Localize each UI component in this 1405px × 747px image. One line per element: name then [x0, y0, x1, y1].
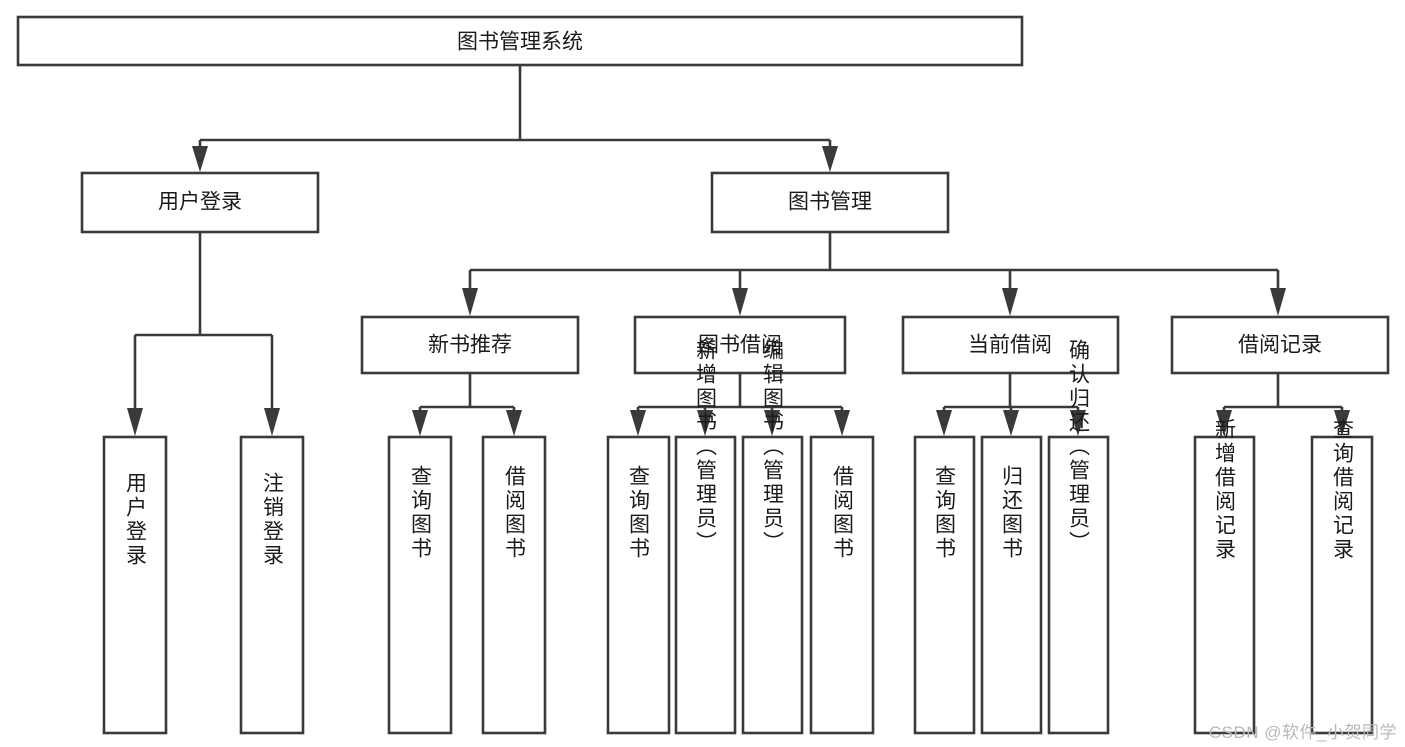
node-leaf-confirm-return-label: 确认归还（管理员）: [1067, 339, 1091, 555]
node-book-manage-label: 图书管理: [788, 191, 872, 214]
node-leaf-user-login-label: 用户登录: [124, 472, 148, 568]
arrow-head-leaf-query-book-2: [630, 410, 646, 436]
node-book-manage-box[interactable]: [710, 171, 950, 234]
node-leaf-confirm-return[interactable]: 确认归还（管理员）: [1047, 339, 1110, 735]
node-book-borrow-box[interactable]: [633, 315, 847, 375]
node-leaf-query-book-3-label: 查询图书: [933, 465, 957, 561]
arrow-head-leaf-borrow-book-1: [506, 410, 522, 436]
arrow-head-book-borrow: [732, 288, 748, 316]
arrow-head-leaf-user-login: [127, 408, 143, 436]
node-leaf-edit-book-label: 编辑图书（管理员）: [761, 339, 785, 555]
node-leaf-query-book-1-box[interactable]: [387, 435, 453, 735]
arrow-head-leaf-add-book: [697, 410, 713, 436]
node-leaf-user-login-box[interactable]: [102, 435, 168, 735]
node-root-box[interactable]: [16, 15, 1024, 67]
arrow-head-borrow-record: [1270, 288, 1286, 316]
node-leaf-return-book[interactable]: 归还图书: [980, 435, 1043, 735]
arrow-head-leaf-query-book-1: [412, 410, 428, 436]
node-book-borrow[interactable]: 图书借阅: [633, 315, 847, 375]
node-leaf-add-record-box[interactable]: [1193, 435, 1256, 735]
node-leaf-add-book[interactable]: 新增图书（管理员）: [674, 339, 737, 735]
node-user-login-label: 用户登录: [158, 191, 242, 214]
node-leaf-query-record[interactable]: 查询借阅记录: [1310, 418, 1374, 735]
arrow-head-book-manage: [822, 146, 838, 172]
node-new-book-rec-label: 新书推荐: [428, 334, 512, 357]
node-root[interactable]: 图书管理系统: [16, 15, 1024, 67]
node-leaf-logout-label: 注销登录: [261, 472, 285, 568]
node-new-book-rec-box[interactable]: [360, 315, 580, 375]
node-borrow-record-box[interactable]: [1170, 315, 1390, 375]
node-leaf-query-book-3[interactable]: 查询图书: [913, 435, 976, 735]
node-leaf-borrow-book-2-box[interactable]: [809, 435, 875, 735]
node-current-borrow-label: 当前借阅: [968, 334, 1052, 357]
node-leaf-return-book-label: 归还图书: [1000, 465, 1024, 561]
node-leaf-borrow-book-1-box[interactable]: [481, 435, 547, 735]
node-user-login-box[interactable]: [80, 171, 320, 234]
arrow-head-leaf-logout: [264, 408, 280, 436]
node-book-borrow-label: 图书借阅: [698, 334, 782, 357]
arrow-head-new-book-rec: [462, 288, 478, 316]
arrow-head-leaf-confirm-return: [1070, 410, 1086, 436]
arrow-head-user-login: [192, 146, 208, 172]
node-leaf-borrow-book-1-label: 借阅图书: [503, 465, 527, 561]
node-leaf-add-record[interactable]: 新增借阅记录: [1193, 418, 1256, 735]
node-root-label: 图书管理系统: [457, 31, 583, 54]
node-leaf-query-record-label: 查询借阅记录: [1331, 418, 1355, 562]
node-leaf-borrow-book-2-label: 借阅图书: [831, 465, 855, 561]
node-leaf-add-book-label: 新增图书（管理员）: [694, 339, 718, 555]
node-leaf-user-login[interactable]: 用户登录: [102, 435, 168, 735]
arrow-head-leaf-add-record: [1216, 410, 1232, 436]
node-leaf-query-book-2[interactable]: 查询图书: [606, 435, 671, 735]
node-borrow-record[interactable]: 借阅记录: [1170, 315, 1390, 375]
node-leaf-edit-book-box[interactable]: [741, 435, 804, 735]
connector-layer: [127, 65, 1350, 436]
node-current-borrow-box[interactable]: [901, 315, 1120, 375]
node-leaf-query-book-1[interactable]: 查询图书: [387, 435, 453, 735]
node-book-manage[interactable]: 图书管理: [710, 171, 950, 234]
node-leaf-query-book-2-label: 查询图书: [627, 465, 651, 561]
node-leaf-query-book-3-box[interactable]: [913, 435, 976, 735]
arrow-head-leaf-return-book: [1003, 410, 1019, 436]
node-leaf-logout-box[interactable]: [239, 435, 305, 735]
node-new-book-rec[interactable]: 新书推荐: [360, 315, 580, 375]
csdn-watermark: CSDN @软件_小贺同学: [1208, 723, 1397, 742]
node-leaf-add-book-box[interactable]: [674, 435, 737, 735]
node-user-login[interactable]: 用户登录: [80, 171, 320, 234]
arrow-head-leaf-borrow-book-2: [834, 410, 850, 436]
node-leaf-query-book-1-label: 查询图书: [409, 465, 433, 561]
arrow-head-current-borrow: [1002, 288, 1018, 316]
arrow-head-leaf-query-record: [1334, 410, 1350, 436]
node-leaf-query-record-box[interactable]: [1310, 435, 1374, 735]
node-leaf-edit-book[interactable]: 编辑图书（管理员）: [741, 339, 804, 735]
arrow-head-leaf-query-book-3: [936, 410, 952, 436]
node-leaf-borrow-book-2[interactable]: 借阅图书: [809, 435, 875, 735]
node-leaf-borrow-book-1[interactable]: 借阅图书: [481, 435, 547, 735]
node-borrow-record-label: 借阅记录: [1238, 334, 1322, 357]
node-leaf-query-book-2-box[interactable]: [606, 435, 671, 735]
node-leaf-logout[interactable]: 注销登录: [239, 435, 305, 735]
leaf-nodes-layer: 用户登录 注销登录 查询图书 借阅图书 查询图书 新增图书（管理员）: [102, 339, 1374, 735]
node-leaf-confirm-return-box[interactable]: [1047, 435, 1110, 735]
node-leaf-return-book-box[interactable]: [980, 435, 1043, 735]
arrow-head-leaf-edit-book: [764, 410, 780, 436]
node-leaf-add-record-label: 新增借阅记录: [1213, 418, 1237, 562]
node-current-borrow[interactable]: 当前借阅: [901, 315, 1120, 375]
